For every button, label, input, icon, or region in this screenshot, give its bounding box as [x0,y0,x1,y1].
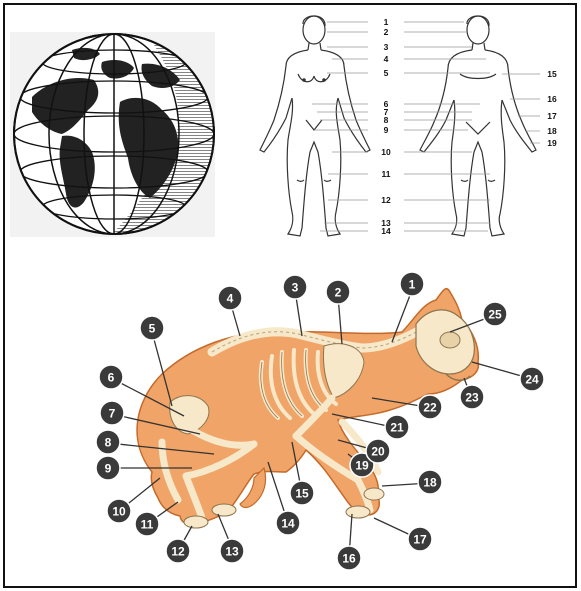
cat-marker-4: 4 [218,286,242,310]
human-label-12: 12 [381,195,391,205]
cat-marker-24: 24 [520,367,544,391]
male-figure [420,16,536,236]
human-label-17: 17 [547,111,557,121]
cat-label-17: 17 [413,533,427,547]
cat-label-6: 6 [108,371,115,385]
cat-marker-6: 6 [99,365,123,389]
cat-label-4: 4 [227,292,234,306]
cat-marker-2: 2 [326,280,350,304]
human-label-18: 18 [547,126,557,136]
human-label-1: 1 [384,17,389,27]
cat-skeleton [108,289,532,557]
cat-label-1: 1 [409,278,416,292]
cat-marker-21: 21 [385,415,409,439]
cat-marker-10: 10 [107,499,131,523]
human-label-11: 11 [382,169,391,179]
cat-label-24: 24 [525,373,539,387]
cat-label-19: 19 [355,459,369,473]
cat-marker-5: 5 [140,316,164,340]
globe [10,32,215,237]
cat-label-5: 5 [149,322,156,336]
cat-label-20: 20 [371,445,385,459]
cat-marker-1: 1 [400,272,424,296]
human-label-5: 5 [384,68,389,78]
cat-label-13: 13 [225,545,239,559]
cat-label-15: 15 [295,487,309,501]
cat-marker-12: 12 [166,539,190,563]
cat-label-12: 12 [171,545,185,559]
human-label-3: 3 [384,42,389,52]
cat-marker-14: 14 [276,511,300,535]
cat-marker-22: 22 [418,395,442,419]
cat-marker-16: 16 [337,546,361,570]
cat-label-23: 23 [465,391,479,405]
female-figure [260,16,370,236]
cat-marker-7: 7 [100,401,124,425]
cat-label-14: 14 [281,517,295,531]
cat-label-11: 11 [141,518,154,532]
cat-label-7: 7 [109,407,116,421]
human-label-9: 9 [384,125,389,135]
cat-marker-23: 23 [460,385,484,409]
cat-label-18: 18 [423,476,437,490]
cat-label-25: 25 [488,308,502,322]
cat-marker-20: 20 [366,439,390,463]
cat-label-9: 9 [105,462,112,476]
human-label-16: 16 [547,94,557,104]
cat-marker-8: 8 [96,430,120,454]
human-label-14: 14 [381,226,391,236]
cat-marker-11: 11 [135,512,159,536]
cat-label-3: 3 [292,281,299,295]
cat-label-21: 21 [390,421,404,435]
cat-marker-3: 3 [283,275,307,299]
cat-marker-25: 25 [483,302,507,326]
human-label-19: 19 [547,138,557,148]
cat-marker-9: 9 [96,456,120,480]
cat-marker-15: 15 [290,481,314,505]
cat-marker-17: 17 [408,527,432,551]
human-label-4: 4 [384,54,389,64]
cat-label-8: 8 [105,436,112,450]
cat-label-22: 22 [423,401,437,415]
cat-label-16: 16 [342,552,356,566]
human-label-10: 10 [381,147,391,157]
cat-label-2: 2 [335,286,342,300]
cat-marker-18: 18 [418,470,442,494]
human-figures [260,16,540,236]
human-label-2: 2 [384,27,389,37]
human-label-8: 8 [384,115,389,125]
diagram-frame: 12345678910111213141516171819 [3,3,577,588]
cat-label-10: 10 [112,505,126,519]
cat-marker-13: 13 [220,539,244,563]
human-label-15: 15 [547,69,557,79]
